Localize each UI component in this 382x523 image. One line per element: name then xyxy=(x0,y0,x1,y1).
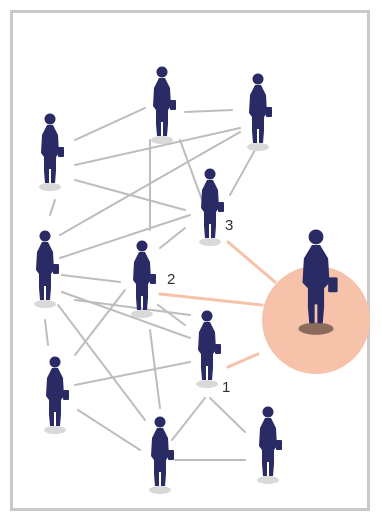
highlight-edge-1 xyxy=(226,352,260,369)
edge xyxy=(179,139,206,209)
edge xyxy=(59,214,191,259)
edge xyxy=(77,409,141,451)
edge xyxy=(74,299,191,316)
target-person xyxy=(298,229,338,335)
edge xyxy=(157,304,186,326)
edge xyxy=(74,107,146,141)
edge xyxy=(74,361,191,386)
highlight-edge-3 xyxy=(226,240,277,284)
edge xyxy=(159,227,186,249)
edge xyxy=(59,131,241,236)
edge xyxy=(229,149,256,196)
number-labels: 1 2 3 xyxy=(167,217,233,396)
edge xyxy=(61,274,121,283)
highlight-lines xyxy=(158,240,277,369)
person-figure xyxy=(149,416,174,494)
target-circle xyxy=(262,266,370,374)
edge xyxy=(49,199,56,216)
edge xyxy=(61,291,191,339)
edge xyxy=(74,127,241,166)
person-figure xyxy=(247,73,272,151)
edge xyxy=(44,319,49,346)
highlight-edge-2 xyxy=(158,292,264,307)
person-figure xyxy=(131,240,156,318)
edge xyxy=(74,289,126,356)
person-figure xyxy=(199,168,224,246)
people xyxy=(34,66,282,494)
edge xyxy=(184,109,233,113)
person-figure xyxy=(151,66,176,144)
person-figure xyxy=(196,310,221,388)
person-figure xyxy=(257,406,282,484)
label-2: 2 xyxy=(167,271,175,288)
person-figure xyxy=(39,113,64,191)
edge xyxy=(171,397,206,441)
connection-lines xyxy=(44,107,256,461)
edge xyxy=(209,397,246,433)
label-1: 1 xyxy=(222,379,230,396)
person-figure xyxy=(34,230,59,308)
edge xyxy=(57,304,146,421)
person-figure xyxy=(44,356,69,434)
label-3: 3 xyxy=(225,217,233,234)
